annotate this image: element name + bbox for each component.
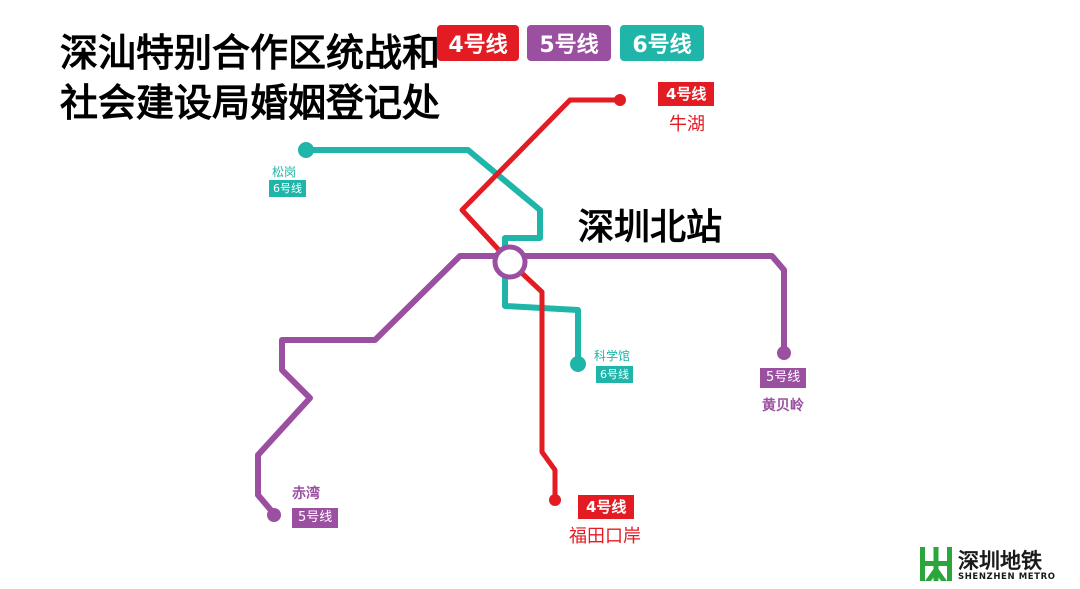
line-5-route xyxy=(255,253,787,518)
metro-logo-icon xyxy=(920,547,952,581)
huangbeiling-station-dot xyxy=(777,346,791,360)
shenzhen-metro-logo: 深圳地铁 SHENZHEN METRO xyxy=(918,545,1058,585)
chiwan-station-name: 赤湾 xyxy=(292,486,320,502)
logo-text-chinese: 深圳地铁 xyxy=(958,549,1042,573)
page-title-line-1: 深汕特别合作区统战和 xyxy=(60,31,441,75)
songgang-station-dot xyxy=(298,142,314,158)
legend-line-6-badge: 6号线 xyxy=(620,25,704,61)
line-4-route xyxy=(459,97,623,503)
kexueguan-line-badge: 6号线 xyxy=(596,366,633,383)
niuhu-station-name: 牛湖 xyxy=(669,114,705,135)
legend-line-5-badge: 5号线 xyxy=(527,25,611,61)
hub-station-name: 深圳北站 xyxy=(578,207,723,248)
futian-port-line-badge: 4号线 xyxy=(578,495,635,519)
kexueguan-station-dot xyxy=(570,356,586,372)
futian-port-station-name: 福田口岸 xyxy=(569,526,641,547)
kexueguan-station-name: 科学馆 xyxy=(594,349,631,363)
chiwan-station-dot xyxy=(267,508,281,522)
futian-port-station-dot xyxy=(549,494,561,506)
logo-text-english: SHENZHEN METRO xyxy=(958,572,1056,582)
legend-line-4-badge: 4号线 xyxy=(437,25,519,61)
hub-interchange-circle xyxy=(492,244,528,280)
songgang-station-name: 松岗 xyxy=(272,165,297,179)
huangbeiling-line-badge: 5号线 xyxy=(760,368,807,388)
niuhu-station-dot xyxy=(614,94,626,106)
page-title-line-2: 社会建设局婚姻登记处 xyxy=(60,81,441,125)
niuhu-line-badge: 4号线 xyxy=(658,82,715,106)
chiwan-line-badge: 5号线 xyxy=(292,508,339,528)
huangbeiling-station-name: 黄贝岭 xyxy=(762,398,804,414)
songgang-line-badge: 6号线 xyxy=(269,180,306,197)
line-6-route xyxy=(303,147,581,367)
